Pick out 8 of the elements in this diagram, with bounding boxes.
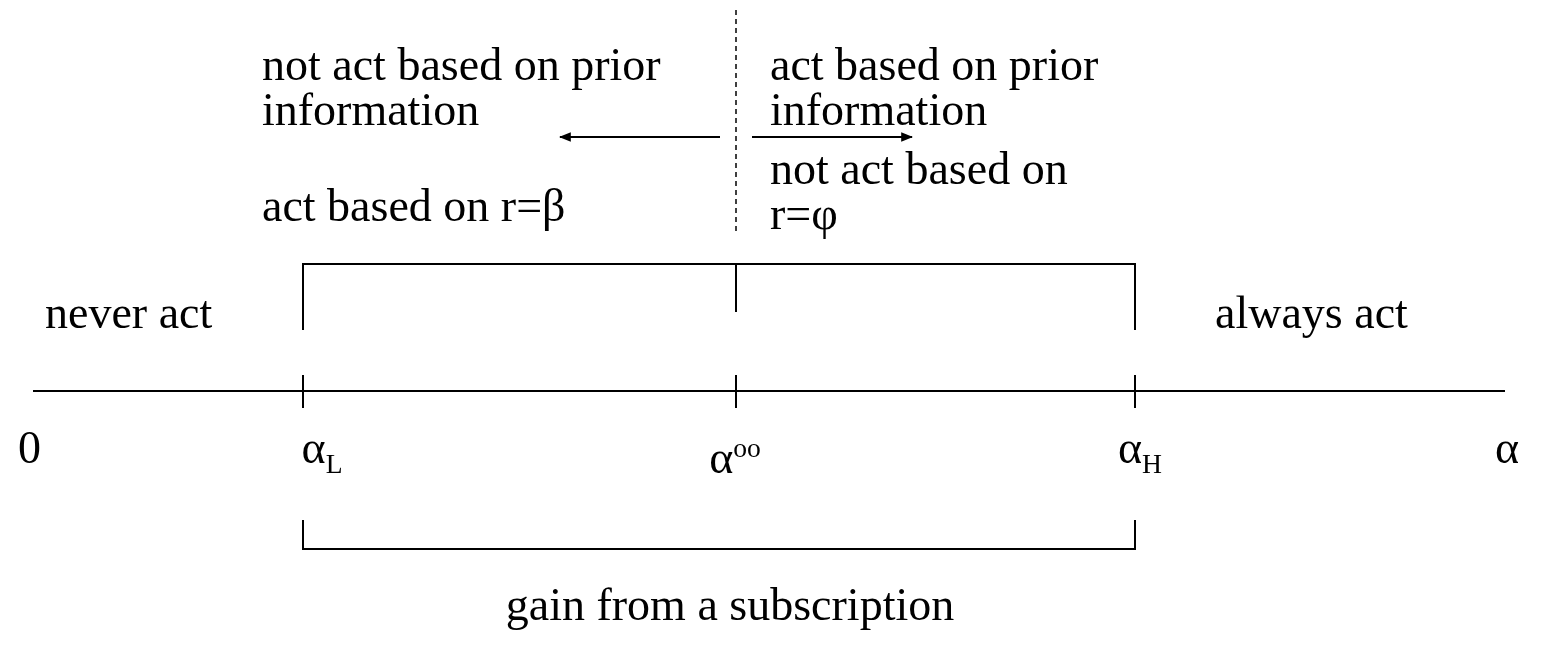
region-label: act based on prior information <box>770 42 1100 132</box>
region-label: not act based on prior information <box>262 42 662 132</box>
axis-tick-label: α$^{oo}$ <box>709 431 761 481</box>
axis-tick-label: α$_{L}$ <box>301 425 343 482</box>
axis-tick-label: α$_{H}$ <box>1118 425 1162 482</box>
axis-tick-label: α <box>1494 425 1520 470</box>
axis-tick-label: 0 <box>18 425 41 470</box>
region-label: never act <box>45 290 213 335</box>
